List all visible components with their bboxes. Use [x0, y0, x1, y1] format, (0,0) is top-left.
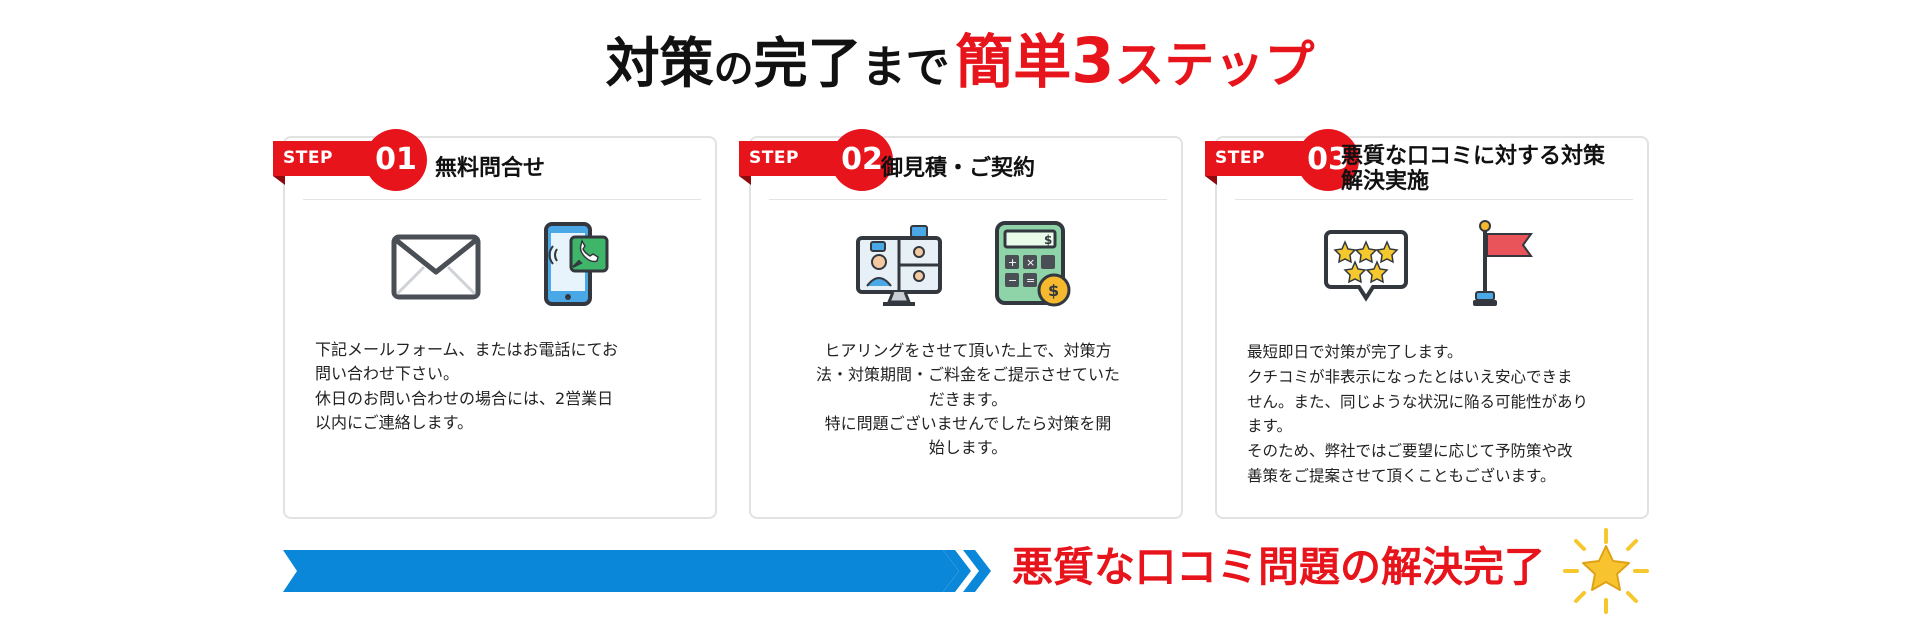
svg-text:=: =	[1026, 274, 1035, 287]
ribbon-fold	[273, 176, 285, 185]
svg-text:×: ×	[1026, 256, 1035, 269]
page-title: 対策の完了まで 簡単3ステップ	[0, 30, 1920, 92]
step-number-3: 03	[1297, 129, 1359, 191]
svg-text:+: +	[1008, 256, 1017, 269]
ribbon-fold	[1205, 176, 1217, 185]
description-line: せん。また、同じような状況に陥る可能性があり	[1247, 392, 1589, 411]
step-icons-2: $ + × − = $	[751, 221, 1181, 316]
description-line: 最短即日で対策が完了します。	[1247, 343, 1463, 361]
description-line: 休日のお問い合わせの場合には、2営業日	[315, 388, 614, 408]
sparkle-star-icon	[1563, 528, 1649, 614]
chevron-double-right-icon	[943, 550, 991, 592]
star-review-icon	[1324, 230, 1408, 302]
step-number-1: 01	[365, 129, 427, 191]
divider	[1235, 199, 1633, 200]
step-badge-3: STEP	[1205, 141, 1313, 176]
title-part-made: まで	[861, 42, 950, 93]
divider	[769, 199, 1167, 200]
result-text: 悪質な口コミ問題の解決完了	[1012, 543, 1545, 591]
description-line: 始します。	[928, 438, 1008, 458]
step-icons-3	[1217, 220, 1647, 316]
step-card-2: STEP 02 御見積・ご契約 $ + ×	[739, 129, 1183, 519]
description-line: そのため、弊社ではご要望に応じて予防策や改	[1247, 442, 1573, 461]
description-line: クチコミが非表示になったとはいえ安心できま	[1247, 367, 1573, 386]
description-line: ヒアリングをさせて頂いた上で、対策方	[824, 341, 1112, 360]
step-badge-2: STEP	[739, 141, 847, 176]
step-title-line: 悪質な口コミに対する対策	[1341, 144, 1606, 169]
description-line: 問い合わせ下さい。	[315, 364, 460, 384]
envelope-icon	[391, 234, 481, 300]
video-meeting-icon	[856, 225, 942, 306]
step-description-2: ヒアリングをさせて頂いた上で、対策方 法・対策期間・ご料金をご提示させていた だ…	[771, 339, 1165, 461]
description-line: だきます。	[928, 389, 1008, 409]
title-emphasis-kantan: 簡単	[955, 28, 1072, 96]
calculator-icon: $ + × − = $	[995, 221, 1071, 307]
goal-flag-icon	[1473, 220, 1533, 306]
smartphone-call-icon	[544, 222, 609, 306]
step-description-1: 下記メールフォーム、またはお電話にてお 問い合わせ下さい。 休日のお問い合わせの…	[315, 338, 700, 435]
title-emphasis-steps: ステップ	[1114, 36, 1315, 94]
description-line: 以内にご連絡します。	[315, 412, 474, 432]
svg-text:$: $	[1048, 281, 1059, 300]
description-line: 善策をご提案させて頂くこともございます。	[1247, 466, 1556, 485]
step-title-2: 御見積・ご契約	[881, 156, 1036, 181]
title-step-count: 3	[1071, 24, 1115, 97]
step-badge-label: STEP	[1215, 148, 1265, 168]
step-title-3: 悪質な口コミに対する対策 解決実施	[1341, 144, 1641, 195]
step-badge-label: STEP	[283, 148, 333, 168]
step-card-1: STEP 01 無料問合せ 下記メールフォーム、またはお電話にてお 問い合わせ下…	[273, 129, 717, 519]
description-line: 下記メールフォーム、またはお電話にてお	[315, 340, 619, 359]
title-part-taisaku: 対策	[605, 32, 714, 95]
description-line: ます。	[1247, 417, 1292, 436]
step-title-1: 無料問合せ	[435, 156, 546, 181]
step-description-3: 最短即日で対策が完了します。 クチコミが非表示になったとはいえ安心できま せん。…	[1247, 340, 1632, 489]
step-card-3: STEP 03 悪質な口コミに対する対策 解決実施 最短即日で対策が完了します。…	[1205, 129, 1649, 519]
description-line: 法・対策期間・ご料金をご提示させていた	[815, 365, 1120, 385]
ribbon-fold	[739, 176, 751, 185]
step-icons-1	[285, 222, 715, 316]
step-badge-label: STEP	[749, 148, 799, 168]
step-title-line: 解決実施	[1341, 169, 1430, 195]
step-badge-1: STEP	[273, 141, 381, 176]
svg-text:−: −	[1008, 274, 1017, 287]
divider	[303, 199, 701, 200]
description-line: 特に問題ございませんでしたら対策を開	[824, 413, 1112, 433]
progress-arrow	[283, 550, 973, 592]
title-part-kanryo: 完了	[753, 32, 862, 95]
step-number-2: 02	[831, 129, 893, 191]
svg-text:$: $	[1044, 233, 1052, 247]
title-part-no: の	[713, 46, 754, 92]
